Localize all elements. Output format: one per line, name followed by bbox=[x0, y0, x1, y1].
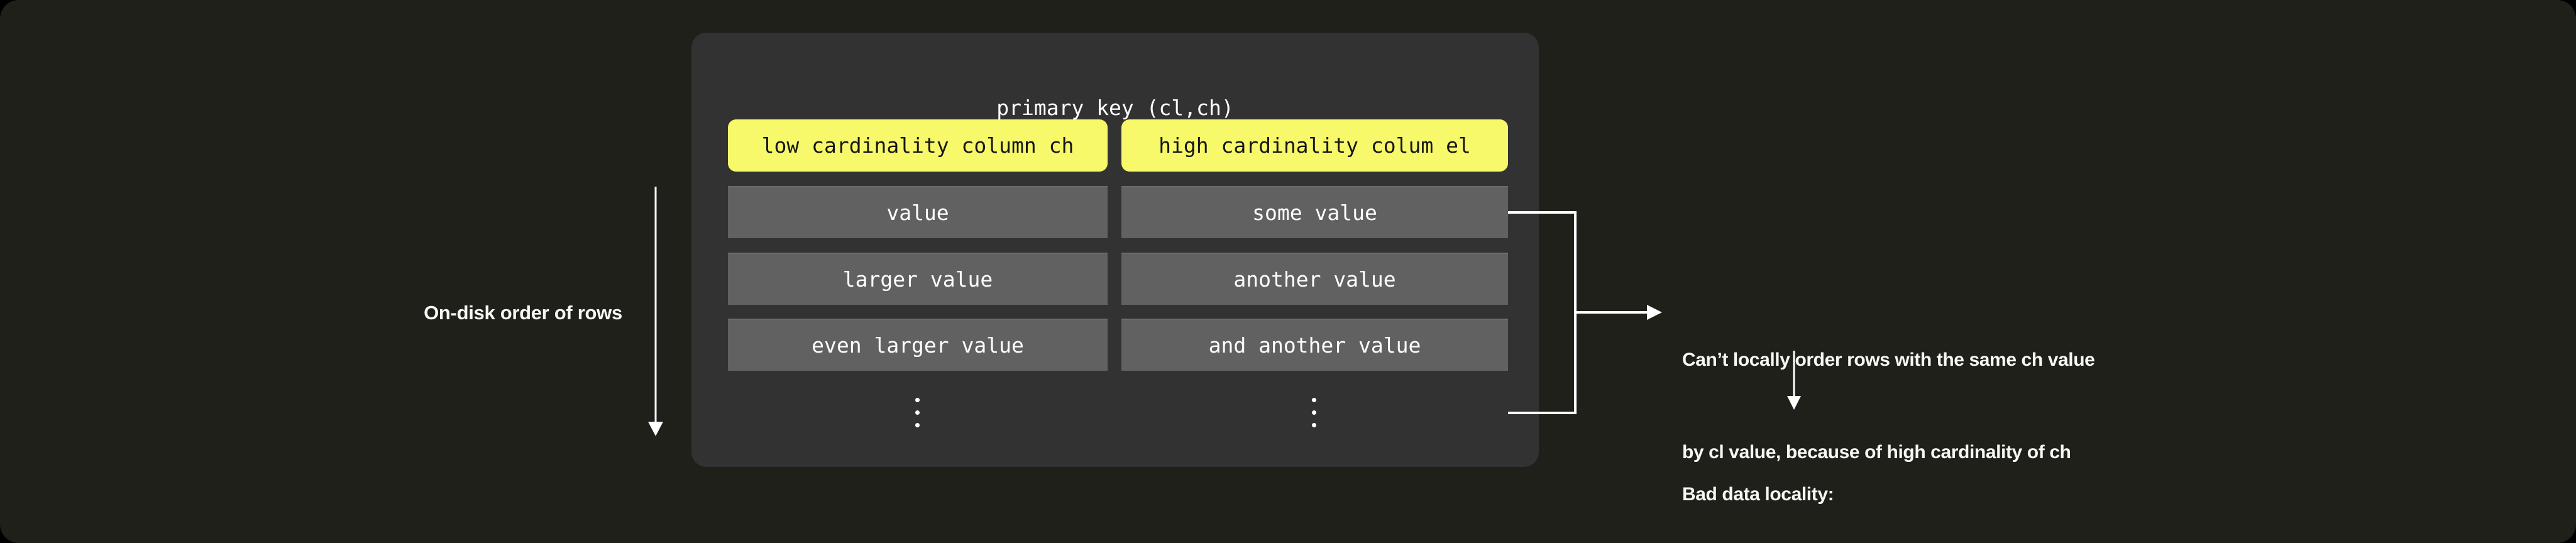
table-cell: value bbox=[728, 186, 1108, 238]
primary-key-panel: primary key (cl,ch) low cardinality colu… bbox=[691, 33, 1539, 467]
table-cell: larger value bbox=[728, 253, 1108, 305]
panel-title: primary key (cl,ch) bbox=[996, 96, 1234, 120]
table-cell: some value bbox=[1121, 186, 1508, 238]
table-cell: and another value bbox=[1121, 319, 1508, 371]
note-line: Can’t locally order rows with the same c… bbox=[1682, 349, 2095, 370]
vertical-ellipsis-icon bbox=[1312, 398, 1316, 427]
note-line: Bad data locality: bbox=[1682, 484, 1834, 505]
right-arrow-icon bbox=[1575, 305, 1662, 320]
column-header-high-cardinality: high cardinality colum el bbox=[1121, 119, 1508, 172]
table-cell: another value bbox=[1121, 253, 1508, 305]
on-disk-order-label: On-disk order of rows bbox=[424, 302, 622, 324]
note-line: by cl value, because of high cardinality… bbox=[1682, 442, 2071, 463]
vertical-ellipsis-icon bbox=[915, 398, 920, 427]
column-header-low-cardinality: low cardinality column ch bbox=[728, 119, 1108, 172]
table-cell: even larger value bbox=[728, 319, 1108, 371]
cant-order-note: Can’t locally order rows with the same c… bbox=[1682, 283, 2095, 529]
down-arrow-icon bbox=[648, 187, 663, 436]
bad-locality-note: Bad data locality: cl data is in random … bbox=[1682, 420, 2032, 543]
